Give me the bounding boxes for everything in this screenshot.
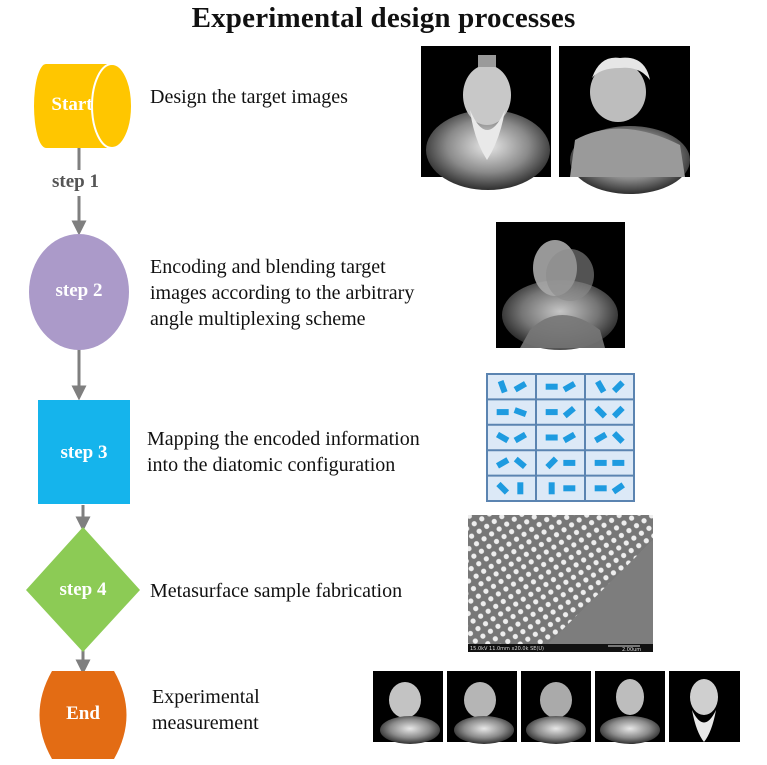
dimer-nanobrick bbox=[495, 457, 510, 469]
target-image-confucius bbox=[421, 46, 551, 190]
sem-scale-bar-text: 2.00um bbox=[622, 647, 641, 653]
dimer-nanobrick bbox=[611, 380, 625, 394]
dimer-nanobrick bbox=[548, 482, 555, 495]
end-description-line2: measurement bbox=[152, 712, 259, 734]
step2-node-label: step 2 bbox=[55, 280, 103, 301]
end-node-label: End bbox=[66, 703, 100, 724]
dimer-nanobrick bbox=[594, 459, 607, 466]
dimer-nanobrick bbox=[563, 459, 576, 466]
step3-description-line2: into the diatomic configuration bbox=[147, 454, 396, 476]
step2-description-line3: angle multiplexing scheme bbox=[150, 308, 366, 330]
dimer-nanobrick bbox=[562, 431, 577, 444]
step3-description-line1: Mapping the encoded information bbox=[147, 428, 420, 450]
step3-description: Mapping the encoded information into the… bbox=[147, 426, 420, 478]
dimer-nanobrick bbox=[545, 456, 559, 470]
dimer-nanobrick bbox=[517, 482, 524, 495]
measurement-image-2 bbox=[447, 671, 517, 744]
dimer-nanobrick bbox=[513, 456, 527, 470]
end-description-line1: Experimental bbox=[152, 686, 260, 708]
end-node-shape bbox=[39, 671, 127, 759]
dimer-nanobrick bbox=[611, 482, 625, 495]
dimer-nanobrick bbox=[562, 381, 577, 393]
dimer-nanobrick bbox=[513, 431, 528, 444]
step3-node-label: step 3 bbox=[60, 442, 108, 463]
measurement-images bbox=[373, 671, 740, 744]
dimer-nanobrick bbox=[513, 381, 528, 393]
dimer-nanobrick bbox=[595, 380, 607, 394]
measurement-image-1 bbox=[373, 671, 443, 744]
blended-image bbox=[496, 222, 625, 350]
dimer-nanobrick bbox=[612, 459, 625, 466]
step2-description-line2: images according to the arbitrary bbox=[150, 282, 415, 304]
dimer-nanobrick bbox=[545, 409, 558, 416]
measurement-image-3 bbox=[521, 671, 591, 744]
sem-image bbox=[468, 515, 653, 652]
dimer-nanobrick bbox=[545, 383, 558, 390]
step2-description-line1: Encoding and blending target bbox=[150, 256, 386, 278]
dimer-nanobrick bbox=[497, 380, 508, 394]
dimer-nanobrick bbox=[562, 405, 576, 419]
dimer-nanobrick bbox=[495, 431, 510, 444]
dimer-nanobrick bbox=[563, 485, 576, 492]
dimer-nanobrick bbox=[496, 481, 510, 495]
sem-info-text: 15.0kV 11.0mm x20.0k SE(U) bbox=[470, 646, 544, 652]
dimer-nanobrick bbox=[611, 431, 625, 444]
diagram-title: Experimental design processes bbox=[191, 2, 576, 34]
measurement-image-4 bbox=[595, 671, 665, 744]
step2-description: Encoding and blending target images acco… bbox=[150, 254, 414, 332]
measurement-image-5 bbox=[669, 671, 740, 742]
step4-description: Metasurface sample fabrication bbox=[150, 580, 403, 602]
dimer-nanobrick bbox=[594, 405, 608, 419]
step1-description: Design the target images bbox=[150, 86, 348, 108]
step3-node-shape bbox=[38, 400, 130, 504]
dimer-nanobrick bbox=[593, 431, 608, 444]
start-node-shape bbox=[34, 63, 133, 149]
end-description: Experimental measurement bbox=[152, 684, 260, 736]
dimer-nanobrick bbox=[611, 405, 625, 419]
step4-node-label: step 4 bbox=[59, 579, 107, 600]
step1-connector-label: step 1 bbox=[48, 171, 103, 193]
dimer-nanobrick bbox=[513, 407, 527, 417]
step4-node-shape bbox=[26, 527, 140, 652]
dimer-nanobrick bbox=[545, 434, 558, 441]
step2-node-shape bbox=[29, 234, 129, 350]
dimer-nanobrick bbox=[496, 409, 509, 416]
dimer-nanobrick bbox=[594, 485, 607, 492]
start-node-label: Start bbox=[51, 94, 93, 115]
target-image-einstein bbox=[559, 46, 690, 194]
diatomic-configuration-grid bbox=[486, 373, 635, 502]
